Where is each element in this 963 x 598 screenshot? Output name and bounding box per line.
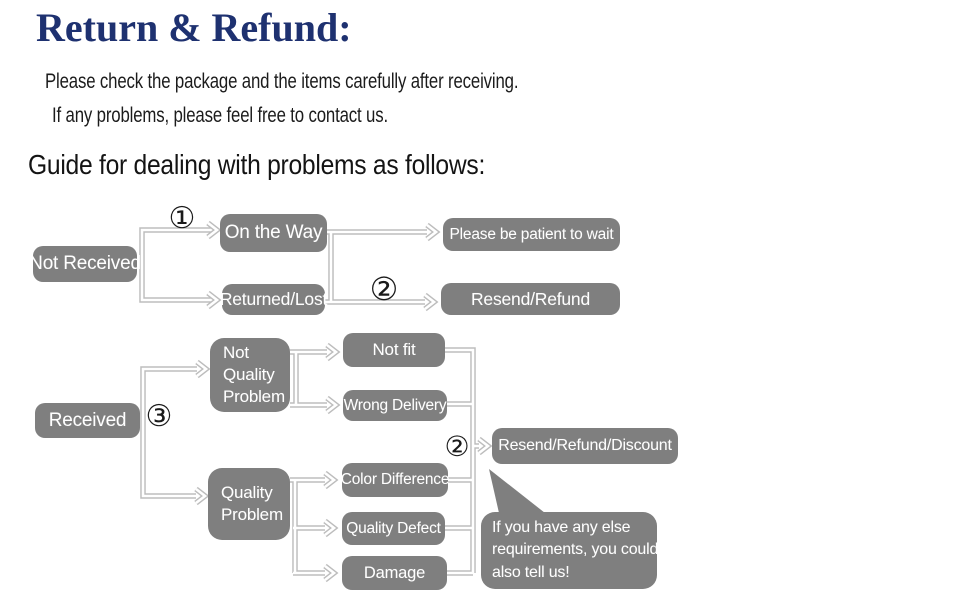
node-line: Quality — [223, 365, 275, 385]
node-line: Problem — [221, 505, 283, 524]
flow-node-resend-refund: Resend/Refund — [441, 283, 620, 315]
flow-node-not-quality-problem: Not Quality Problem — [210, 338, 290, 412]
page-title: Return & Refund: — [36, 5, 352, 50]
intro-line-2: If any problems, please feel free to con… — [52, 104, 388, 127]
flow-node-returned-lost: Returned/Lost — [220, 284, 327, 315]
speech-bubble-line: also tell us! — [492, 563, 570, 581]
circled-step-2-bottom-marker: ② — [444, 430, 470, 463]
flow-node-on-the-way: On the Way — [220, 214, 327, 252]
circled-step-2-top-marker: ② — [369, 270, 399, 308]
flow-node-quality-problem: Quality Problem — [208, 468, 290, 540]
flow-node-quality-defect: Quality Defect — [342, 512, 445, 545]
flow-node-please-be-patient: Please be patient to wait — [443, 218, 620, 251]
speech-bubble-line: If you have any else — [492, 519, 631, 537]
guide-heading: Guide for dealing with problems as follo… — [28, 149, 486, 180]
flow-node-wrong-delivery: Wrong Delivery — [343, 390, 447, 421]
flow-node-color-difference: Color Difference — [341, 463, 449, 497]
node-line: Not — [223, 343, 249, 363]
speech-bubble-tail — [489, 469, 545, 513]
speech-bubble: If you have any else requirements, you c… — [481, 512, 659, 589]
intro-line-1: Please check the package and the items c… — [45, 70, 519, 93]
node-line: Problem — [223, 386, 285, 406]
flow-node-not-received: Not Received — [29, 246, 141, 282]
flow-node-not-fit: Not fit — [343, 333, 445, 367]
circled-step-3-marker: ③ — [145, 399, 173, 434]
speech-bubble-line: requirements, you could — [492, 541, 659, 559]
flow-node-resend-refund-discount: Resend/Refund/Discount — [492, 428, 678, 464]
node-line: Quality — [221, 483, 273, 503]
circled-step-1-marker: ① — [168, 201, 196, 236]
flow-node-damage: Damage — [342, 556, 447, 590]
flow-node-received: Received — [35, 403, 140, 438]
